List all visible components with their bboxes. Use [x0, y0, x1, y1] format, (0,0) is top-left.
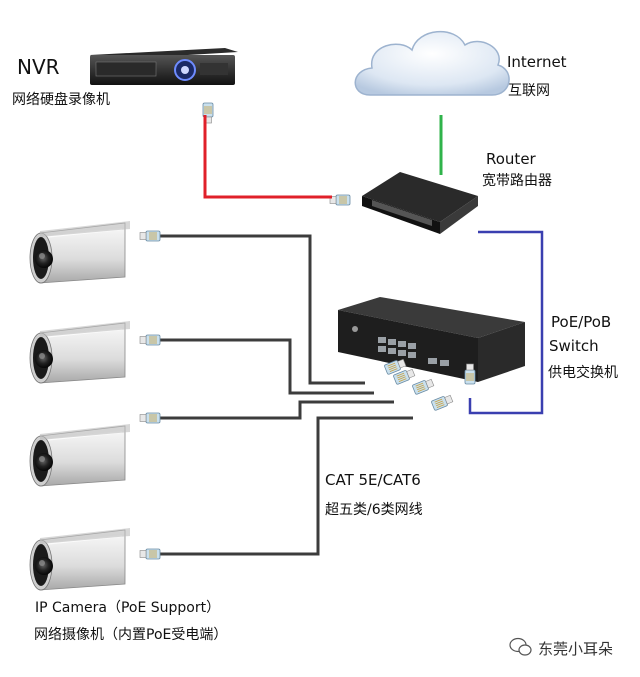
ip-camera-icon	[29, 527, 131, 591]
camera-subtitle: 网络摄像机（内置PoE受电端）	[34, 627, 228, 643]
rj45-connector-icon	[139, 548, 161, 560]
watermark: 东莞小耳朵	[538, 640, 614, 658]
nvr-device-icon	[90, 48, 238, 85]
cloud-icon	[354, 31, 510, 96]
camera-title: IP Camera（PoE Support）	[35, 600, 221, 616]
internet-title: Internet	[507, 53, 567, 71]
ip-camera-icon	[29, 320, 131, 384]
rj45-connector-icon	[430, 393, 454, 412]
cable-title: CAT 5E/CAT6	[325, 471, 421, 489]
rj45-connector-icon	[139, 230, 161, 242]
nvr-subtitle: 网络硬盘录像机	[12, 92, 110, 108]
internet-subtitle: 互联网	[508, 83, 550, 99]
switch-uplink-cable	[468, 230, 544, 415]
nvr-title: NVR	[17, 55, 60, 79]
poe-switch-icon	[338, 297, 525, 382]
router-icon	[362, 172, 478, 234]
rj45-connector-icon	[464, 363, 476, 385]
switch-title-line2: Switch	[549, 337, 599, 355]
wechat-icon	[509, 637, 532, 656]
ip-camera-icon	[29, 220, 131, 284]
nvr-cable	[203, 115, 332, 199]
router-title: Router	[486, 150, 536, 168]
switch-title-line1: PoE/PoB	[551, 313, 612, 331]
rj45-connector-icon	[139, 412, 161, 424]
cable-subtitle: 超五类/6类网线	[325, 502, 423, 518]
rj45-connector-icon	[411, 377, 435, 396]
ip-camera-icon	[29, 423, 131, 487]
camera-cables	[160, 234, 413, 556]
switch-subtitle: 供电交换机	[548, 365, 618, 381]
rj45-connector-icon	[329, 194, 351, 206]
router-subtitle: 宽带路由器	[482, 173, 552, 189]
rj45-connector-icon	[139, 334, 161, 346]
